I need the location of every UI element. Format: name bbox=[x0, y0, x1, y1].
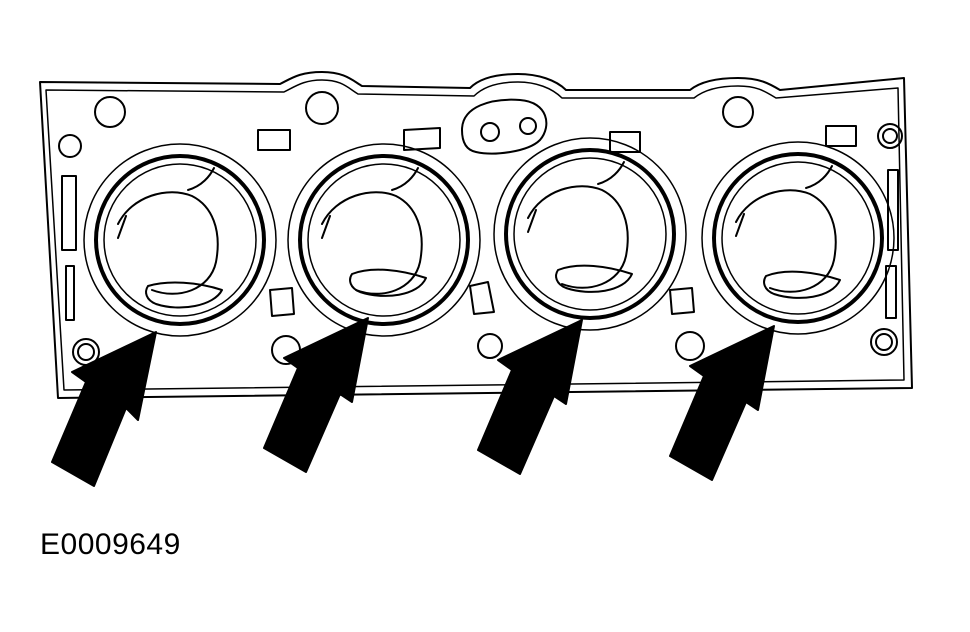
bolt-hole bbox=[675, 331, 705, 361]
bolt-hole bbox=[722, 96, 754, 128]
bolt-hole bbox=[870, 328, 898, 356]
arrow-bore-2 bbox=[263, 317, 369, 473]
arrow-bore-3 bbox=[477, 319, 583, 475]
cylinder-bore-2 bbox=[287, 143, 481, 337]
coolant-slot bbox=[887, 169, 899, 251]
bolt-hole bbox=[875, 333, 893, 351]
bolt-hole bbox=[305, 91, 339, 125]
bolt-hole bbox=[58, 134, 82, 158]
cylinder-bore-4 bbox=[701, 141, 895, 335]
coolant-slot bbox=[403, 127, 441, 151]
bolt-hole bbox=[477, 333, 503, 359]
coolant-slot bbox=[61, 175, 77, 251]
oil-hole bbox=[519, 117, 537, 135]
coolant-slot bbox=[269, 287, 295, 317]
arrow-bore-4 bbox=[669, 325, 775, 481]
cylinder-bore-1 bbox=[83, 143, 277, 337]
coolant-slot bbox=[469, 281, 495, 315]
bolt-hole bbox=[94, 96, 126, 128]
coolant-slot bbox=[885, 265, 897, 319]
bolt-hole bbox=[882, 128, 898, 144]
gasket-inner-outline bbox=[45, 79, 905, 391]
cylinder-bore-3 bbox=[493, 137, 687, 331]
oil-passage bbox=[461, 98, 548, 155]
coolant-slot bbox=[257, 129, 291, 151]
figure-code: E0009649 bbox=[40, 528, 181, 561]
bolt-hole bbox=[77, 343, 95, 361]
bolt-hole bbox=[877, 123, 903, 149]
coolant-slot bbox=[669, 287, 695, 315]
coolant-slot bbox=[825, 125, 857, 147]
coolant-slot bbox=[65, 265, 75, 321]
gasket-outline bbox=[39, 71, 913, 399]
arrow-bore-1 bbox=[51, 331, 157, 487]
oil-hole bbox=[480, 122, 500, 142]
